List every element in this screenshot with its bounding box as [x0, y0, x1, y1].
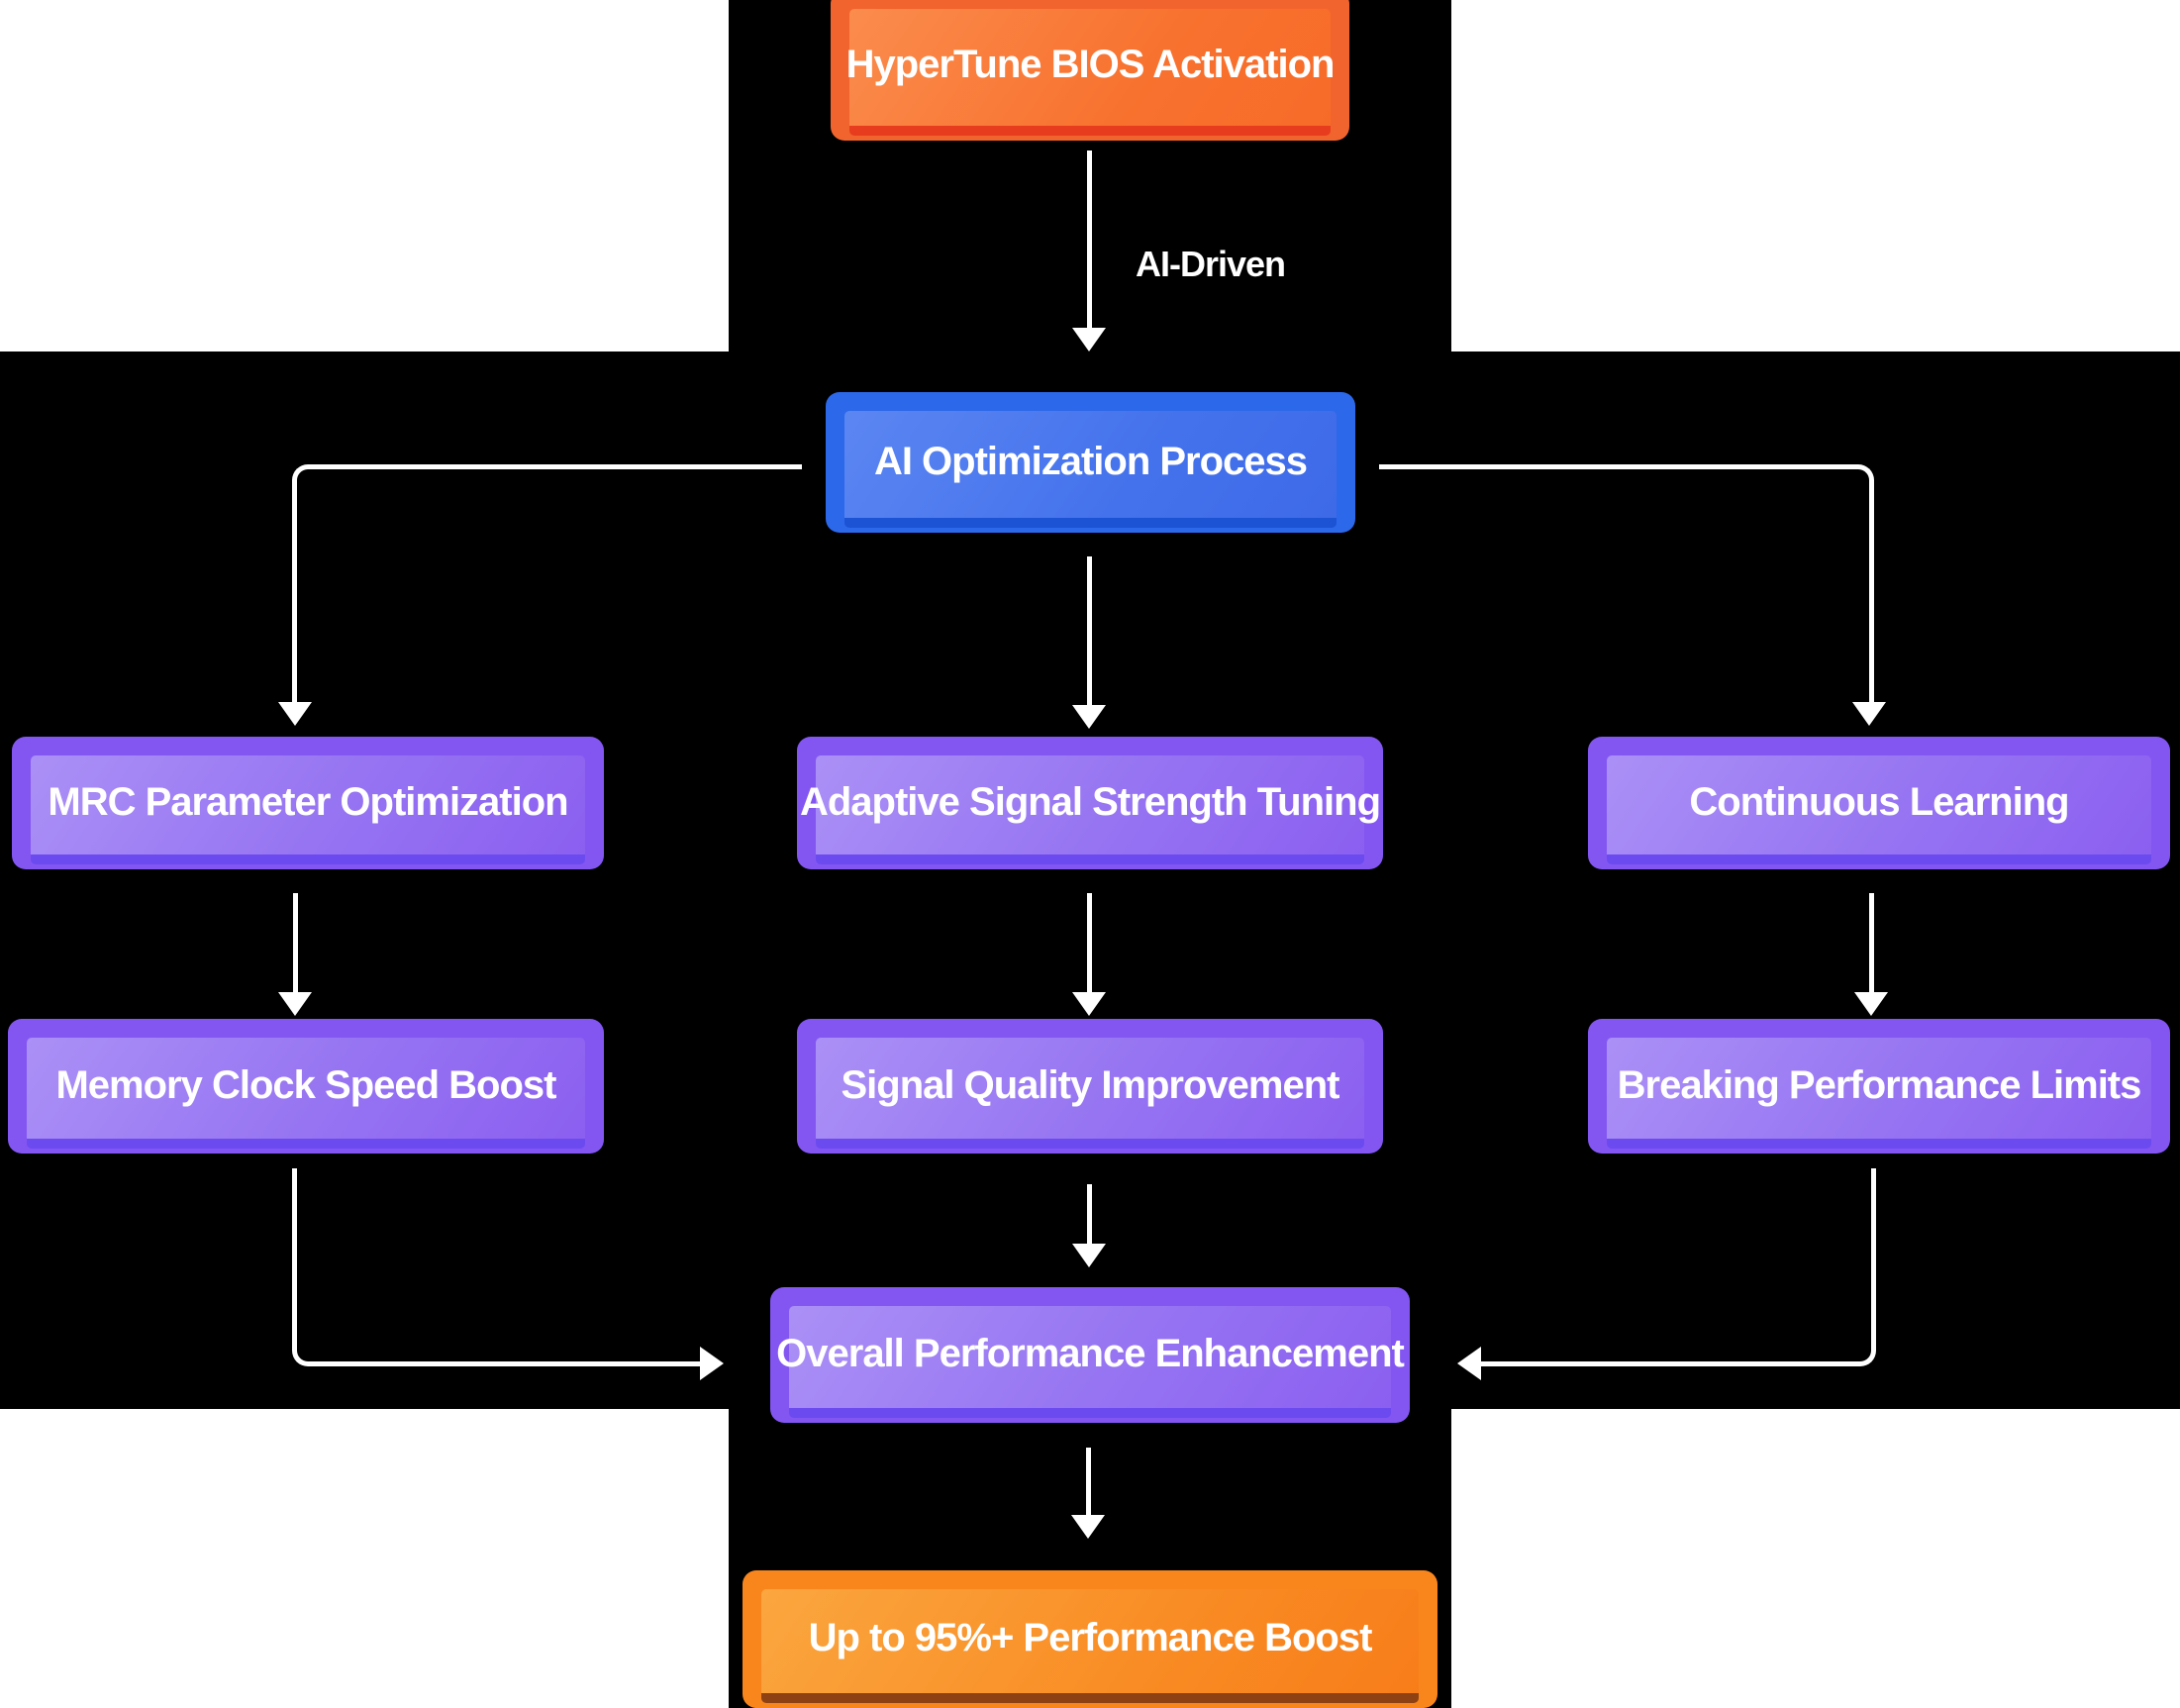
node-adaptive-signal-strength-tuning: Adaptive Signal Strength Tuning	[797, 737, 1383, 869]
edge-ai-to-learning-elbow	[1379, 464, 1874, 702]
edge-mrc-to-memory-arrowhead	[278, 992, 312, 1016]
node-signal-quality-improvement-inner: Signal Quality Improvement	[816, 1038, 1364, 1149]
node-memory-clock-speed-boost-label: Memory Clock Speed Boost	[55, 1062, 556, 1107]
edge-bios-to-ai-line	[1087, 151, 1092, 329]
node-memory-clock-speed-boost: Memory Clock Speed Boost	[8, 1019, 604, 1154]
edge-signal-to-overall-arrowhead	[1072, 1244, 1106, 1267]
node-overall-performance-enhancement-inner: Overall Performance Enhancement	[776, 1306, 1405, 1418]
node-continuous-learning-label: Continuous Learning	[1689, 779, 2069, 824]
edge-mrc-to-memory-line	[293, 893, 298, 992]
edge-ai-to-adaptive-line	[1087, 556, 1092, 705]
edge-overall-to-boost-arrowhead	[1071, 1515, 1105, 1539]
node-signal-quality-improvement-label: Signal Quality Improvement	[841, 1062, 1339, 1107]
node-breaking-performance-limits-label: Breaking Performance Limits	[1617, 1062, 2142, 1107]
edge-adaptive-to-signal-line	[1087, 893, 1092, 992]
node-ai-optimization-process-label: AI Optimization Process	[873, 439, 1308, 483]
edge-breaking-to-overall-elbow	[1481, 1168, 1876, 1366]
node-overall-performance-enhancement-label: Overall Performance Enhancement	[776, 1332, 1405, 1375]
node-performance-boost-result-inner: Up to 95%+ Performance Boost	[761, 1589, 1419, 1703]
edge-overall-to-boost-line	[1086, 1448, 1091, 1515]
node-hypertune-bios-activation-inner: HyperTune BIOS Activation	[846, 9, 1335, 136]
node-ai-optimization-process-inner: AI Optimization Process	[844, 411, 1337, 528]
node-adaptive-signal-strength-tuning-inner: Adaptive Signal Strength Tuning	[800, 755, 1381, 864]
node-performance-boost-result-label: Up to 95%+ Performance Boost	[808, 1616, 1373, 1659]
node-breaking-performance-limits-inner: Breaking Performance Limits	[1607, 1038, 2151, 1149]
node-mrc-parameter-optimization: MRC Parameter Optimization	[12, 737, 604, 869]
edge-breaking-to-overall-arrowhead	[1457, 1347, 1481, 1380]
node-hypertune-bios-activation-label: HyperTune BIOS Activation	[845, 42, 1336, 86]
edge-memory-to-overall-elbow	[292, 1168, 700, 1366]
node-mrc-parameter-optimization-inner: MRC Parameter Optimization	[31, 755, 585, 864]
edge-memory-to-overall-arrowhead	[700, 1347, 724, 1380]
node-overall-performance-enhancement: Overall Performance Enhancement	[770, 1287, 1410, 1423]
node-performance-boost-result: Up to 95%+ Performance Boost	[743, 1570, 1437, 1708]
edge-ai-to-mrc-elbow	[292, 464, 802, 702]
node-hypertune-bios-activation: HyperTune BIOS Activation	[831, 0, 1349, 141]
node-signal-quality-improvement: Signal Quality Improvement	[797, 1019, 1383, 1154]
node-adaptive-signal-strength-tuning-label: Adaptive Signal Strength Tuning	[799, 779, 1381, 824]
node-continuous-learning-inner: Continuous Learning	[1607, 755, 2151, 864]
node-continuous-learning: Continuous Learning	[1588, 737, 2170, 869]
edge-learning-to-breaking-line	[1869, 893, 1874, 992]
edge-learning-to-breaking-arrowhead	[1854, 992, 1888, 1016]
edge-bios-to-ai-arrowhead	[1072, 328, 1106, 352]
edge-label-ai-driven: AI-Driven	[1136, 244, 1286, 284]
edge-ai-to-adaptive-arrowhead	[1072, 705, 1106, 729]
node-breaking-performance-limits: Breaking Performance Limits	[1588, 1019, 2170, 1154]
edge-signal-to-overall-line	[1087, 1184, 1092, 1244]
edge-ai-to-mrc-arrowhead	[278, 702, 312, 726]
node-ai-optimization-process: AI Optimization Process	[826, 392, 1355, 533]
edge-ai-to-learning-arrowhead	[1852, 702, 1886, 726]
edge-adaptive-to-signal-arrowhead	[1072, 992, 1106, 1016]
node-memory-clock-speed-boost-inner: Memory Clock Speed Boost	[27, 1038, 585, 1149]
node-mrc-parameter-optimization-label: MRC Parameter Optimization	[48, 779, 568, 824]
